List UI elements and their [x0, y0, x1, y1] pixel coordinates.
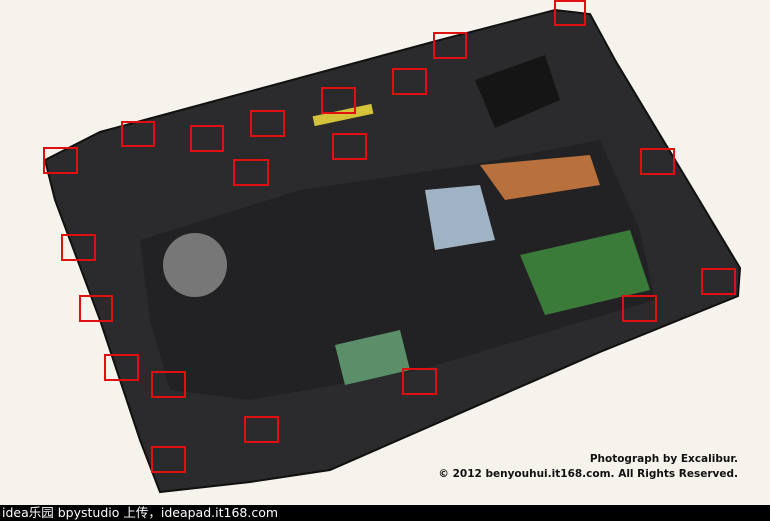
vent-grille — [475, 55, 560, 128]
screw-marker — [79, 295, 113, 322]
screw-marker — [151, 371, 186, 398]
upload-caption-bar: idea乐园 bpystudio 上传，ideapad.it168.com — [0, 505, 770, 521]
battery-label — [312, 103, 374, 127]
fan — [163, 233, 227, 297]
screw-marker — [250, 110, 285, 137]
screw-marker — [244, 416, 279, 443]
copyright-notice: © 2012 benyouhui.it168.com. All Rights R… — [438, 468, 738, 480]
screw-marker — [433, 32, 467, 59]
screw-marker — [104, 354, 139, 381]
screw-marker — [61, 234, 96, 261]
photo-credit: Photograph by Excalibur. — [589, 453, 738, 465]
wifi-card — [335, 330, 410, 385]
screw-marker — [43, 147, 78, 174]
screw-marker — [332, 133, 367, 160]
screw-marker — [554, 0, 586, 26]
ram-module — [520, 230, 650, 315]
heatpipe — [480, 155, 600, 200]
screw-marker — [701, 268, 736, 295]
screw-marker — [233, 159, 269, 186]
laptop-bottom-photo — [43, 0, 742, 494]
screw-marker — [321, 87, 356, 114]
screw-marker — [121, 121, 155, 147]
screw-marker — [402, 368, 437, 395]
screw-marker — [392, 68, 427, 95]
screw-marker — [640, 148, 675, 175]
inner-panel — [140, 140, 655, 400]
screw-marker — [190, 125, 224, 152]
hdd-bay — [425, 185, 495, 250]
screw-marker — [622, 295, 657, 322]
screw-markers — [43, 0, 736, 473]
screw-marker — [151, 446, 186, 473]
